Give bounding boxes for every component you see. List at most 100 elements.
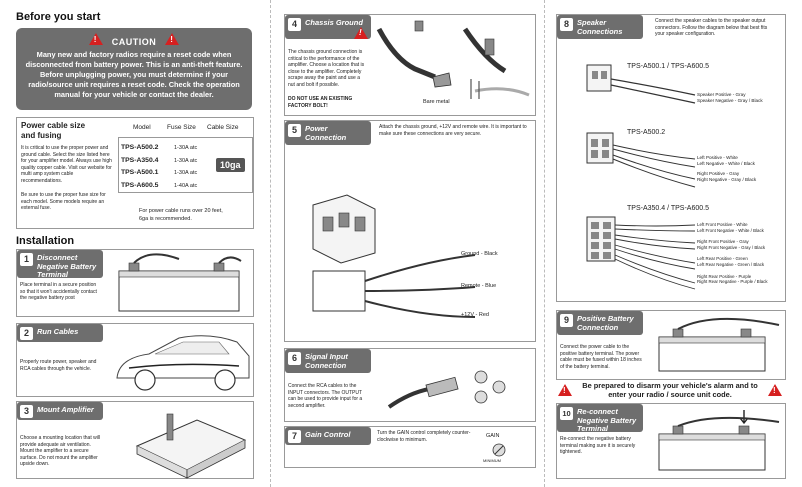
warning-icon: ! [768,384,782,396]
power-cable-title-2: and fusing [21,131,62,140]
table-row: TPS-A500.1 [121,169,159,176]
table-cell: 1-30A atc [174,157,198,164]
speaker-wire-label: Left Front Negative - White / Black [697,227,764,233]
step-10-label-3: Terminal [577,424,608,433]
warning-icon: ! [88,33,103,45]
speaker-wire-label: Right Negative - Gray / Black [697,177,757,182]
step-10-header: 10 Re-connect Negative Battery Terminal [557,404,643,433]
speaker-wire-label: Right Positive - Gray [697,171,740,176]
step-2-text: Properly route power, speaker and RCA ca… [20,359,97,372]
step-6-box: 6 Signal Input Connection Connect the RC… [284,348,536,422]
step-8-label-2: Connections [577,26,623,36]
rca-connector-illustration [387,370,506,409]
step-8-label: Speaker [577,18,607,27]
table-cell: 1-30A atc [174,170,198,176]
speaker-wire-label: Right Rear Negative - Purple / Black [697,279,768,285]
speaker-group-1-title: TPS-A500.1 / TPS-A600.5 [627,63,709,70]
fuse-table: Model Fuse Size Cable Size [115,124,251,136]
speaker-wire-label: Right Rear Positive - Purple [697,273,752,279]
power-cable-intro: It is critical to use the proper power a… [21,145,112,184]
step-4-warning: DO NOT USE AN EXISTING FACTORY BOLT! [288,96,353,109]
speaker-wire-label: Left Negative - White / Black [697,161,755,166]
step-1-label-3: Terminal [37,270,68,279]
step-1-text: Place terminal in a secure position so t… [20,282,97,301]
step-number: 8 [560,18,573,31]
step-5-label-2: Connection [305,132,347,142]
before-you-start-title: Before you start [16,11,101,23]
power-cable-note: Be sure to use the proper fuse size for … [21,192,106,211]
step-1-header: 1 Disconnect Negative Battery Terminal [17,250,103,279]
step-9-label-2: Connection [577,322,619,332]
col-header-cable: Cable Size [207,124,239,131]
gain-label: GAIN [486,433,500,439]
step-9-header: 9 Positive Battery Connection [557,311,643,335]
step-5-text: Attach the chassis ground, +12V and remo… [379,124,527,137]
bare-metal-label: Bare metal [423,99,450,105]
step-1-label: Disconnect [37,253,78,262]
step-number: 4 [288,18,301,31]
amplifier-mount-illustration [135,413,247,479]
col-header-fuse: Fuse Size [167,124,196,131]
speaker-group-2-title: TPS-A500.2 [627,129,666,136]
step-number: 1 [20,253,33,266]
power-cable-box: Power cable size and fusing It is critic… [16,117,254,229]
step-8-text: Connect the speaker cables to the speake… [655,18,768,37]
reconnect-battery-illustration [658,410,780,471]
step-7-label: Gain Control [305,430,351,439]
step-8-box: 8 Speaker Connections Connect the speake… [556,14,786,302]
step-4-text: The chassis ground connection is critica… [288,49,365,88]
step-number: 10 [560,407,573,420]
step-9-box: 9 Positive Battery Connection Connect th… [556,310,786,380]
speaker-wire-label: Speaker Positive - Gray [697,92,746,97]
table-row: TPS-A500.2 [121,144,159,151]
cable-footnote-2: 6ga is recommended. [139,215,192,222]
warning-icon: ! [558,384,572,396]
speaker-wire-label: Left Rear Positive - Green [697,256,748,262]
step-number: 5 [288,124,301,137]
wire-label-remote: Remote - Blue [461,283,497,289]
installation-title: Installation [16,235,75,247]
step-5-label: Power [305,124,328,133]
fuse-table-body: TPS-A500.2 TPS-A350.4 TPS-A500.1 TPS-A60… [118,137,253,193]
step-number: 7 [288,430,301,443]
car-illustration [116,335,250,391]
step-number: 9 [560,314,573,327]
step-number: 6 [288,352,301,365]
step-number: 3 [20,405,33,418]
step-8-header: 8 Speaker Connections [557,15,643,39]
speaker-wire-label: Speaker Negative - Gray / Black [697,98,763,103]
step-3-label: Mount Amplifier [37,405,94,414]
speaker-wire-label: Right Front Negative - Gray / Black [697,244,766,250]
step-6-text: Connect the RCA cables to the INPUT conn… [288,383,363,409]
step-10-box: 10 Re-connect Negative Battery Terminal … [556,403,786,479]
alarm-notice-text: Be prepared to disarm your vehicle's ala… [582,381,758,399]
speaker-wire-label: Left Front Positive - White [697,222,748,227]
warning-icon: ! [165,33,180,45]
speaker-wire-label: Right Front Positive - Gray [697,239,749,245]
step-4-header: 4 Chassis Ground ! [285,15,371,39]
step-10-text: Re-connect the negative battery terminal… [560,436,636,455]
positive-battery-illustration [658,317,780,372]
step-number: 2 [20,327,33,340]
table-row: TPS-A600.5 [121,181,159,189]
step-4-box: 4 Chassis Ground ! The chassis ground co… [284,14,536,116]
wire-label-ground: Ground - Black [461,251,498,257]
power-cable-title: Power cable size [21,121,86,130]
step-5-box: 5 Power Connection Attach the chassis gr… [284,120,536,342]
step-1-label-2: Negative Battery [37,261,97,271]
gain-knob-icon [492,443,506,457]
col-header-model: Model [133,124,151,131]
power-terminal-illustration [312,194,476,318]
chassis-ground-illustration [376,20,530,99]
step-2-header: 2 Run Cables [17,324,103,342]
step-7-header: 7 Gain Control [285,427,371,445]
step-9-text: Connect the power cable to the positive … [560,344,642,370]
speaker-group-3-title: TPS-A350.4 / TPS-A600.5 [627,205,709,212]
step-4-label: Chassis Ground [305,18,363,27]
step-6-label-2: Connection [305,360,347,370]
speaker-wire-label: Left Rear Negative - Green / Black [697,261,765,267]
caution-box: ! CAUTION ! Many new and factory radios … [16,28,252,110]
table-row: TPS-A350.4 [121,156,159,164]
caution-body: Many new and factory radios require a re… [25,50,243,99]
speaker-connector-2pin [586,64,696,104]
